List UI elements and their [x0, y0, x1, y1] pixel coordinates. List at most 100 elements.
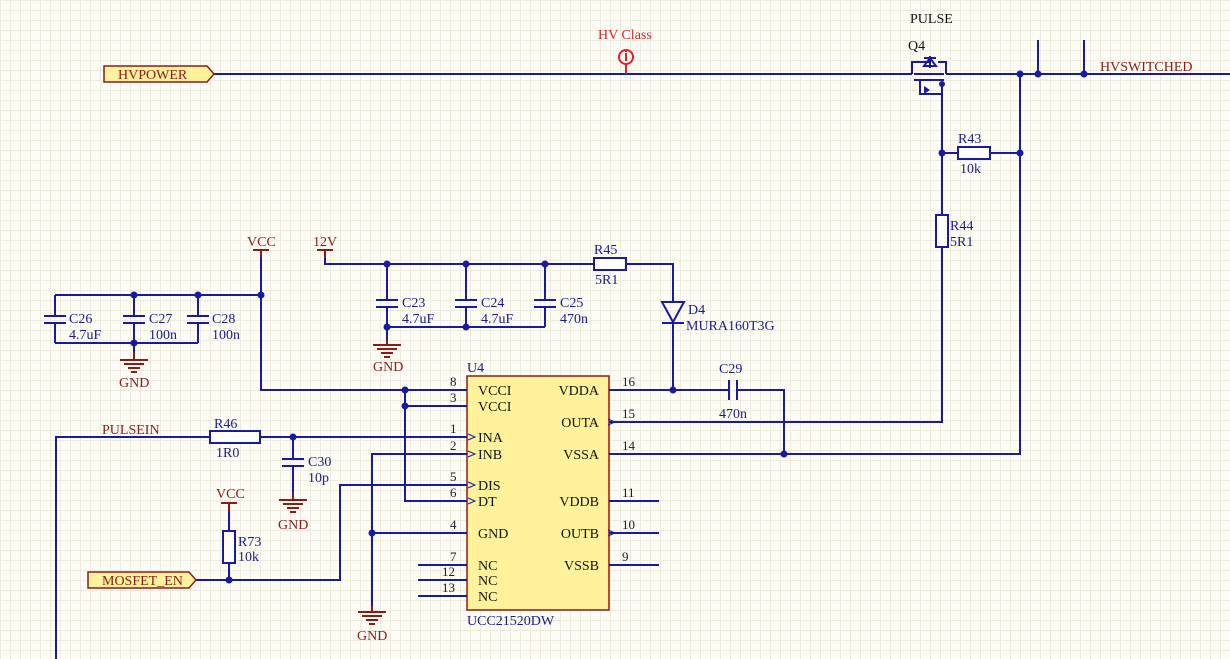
wire-r44-bottom — [609, 247, 943, 423]
net-label-hvswitched: HVSWITCHED — [1100, 60, 1193, 75]
junction-dot — [1034, 70, 1042, 78]
power-bar — [317, 249, 333, 258]
resistor-r73[interactable]: R73 10k — [222, 530, 261, 565]
u4-pin-name: NC — [478, 559, 497, 574]
wire-inb — [371, 453, 448, 610]
resistor-r43[interactable]: R43 10k — [957, 132, 991, 177]
resistor-icon — [957, 146, 991, 160]
power-vcc-top-label: VCC — [247, 235, 276, 250]
resistor-icon — [222, 530, 236, 564]
junction-dot — [368, 529, 376, 537]
gnd-icon — [120, 352, 148, 373]
r43-ref: R43 — [958, 132, 981, 147]
wire-12v-bus — [324, 255, 594, 265]
power-vcc-top: VCC — [247, 235, 276, 258]
pin-input-triangle-icon — [467, 433, 477, 505]
wire-vcc-cap-gnd — [55, 342, 198, 356]
capacitor-c29[interactable]: C29 470n — [719, 362, 747, 422]
u4-pin-name: NC — [478, 590, 497, 605]
capacitor-c28[interactable]: C28 100n — [187, 312, 240, 343]
wire-pulsein — [55, 436, 210, 659]
junction-dot — [383, 260, 391, 268]
q4-ref: Q4 — [908, 39, 925, 54]
wire-r45-out — [626, 263, 674, 302]
probe-hv-class-label: HV Class — [598, 28, 652, 43]
c27-ref: C27 — [149, 312, 172, 327]
resistor-r44[interactable]: R44 5R1 — [935, 214, 973, 250]
u4-pin-num: 1 — [450, 421, 457, 436]
junction-dot — [541, 260, 549, 268]
diode-d4[interactable]: D4 MURA160T3G — [660, 301, 775, 334]
junction-dot — [939, 81, 945, 87]
u4-pin-name: VCCI — [478, 400, 512, 415]
r73-ref: R73 — [238, 535, 261, 550]
port-mosfet-en-shape — [87, 571, 197, 589]
u4-pin-name: VSSA — [563, 448, 600, 463]
u4-pin-num: 2 — [450, 438, 457, 453]
resistor-r45[interactable]: R45 5R1 — [593, 243, 627, 288]
junctions — [130, 70, 1088, 584]
u4-part: UCC21520DW — [467, 614, 555, 629]
u4-pin-name: INA — [478, 431, 504, 446]
wire-vcc-top — [260, 255, 448, 391]
u4-pin-num: 3 — [450, 390, 457, 405]
ic-u4[interactable]: U4 UCC21520DW 8 3 1 2 5 6 4 7 12 13 VCCI… — [442, 361, 636, 629]
u4-pin-num: 15 — [622, 406, 635, 421]
u4-pin-name: DT — [478, 495, 497, 510]
junction-dot — [1080, 70, 1088, 78]
u4-pin-name: OUTB — [561, 527, 599, 542]
wire-vssa-return — [609, 74, 1021, 455]
junction-dot — [130, 339, 138, 347]
d4-value: MURA160T3G — [686, 319, 775, 334]
net-label-pulse: PULSE — [910, 12, 953, 27]
junction-dot — [194, 291, 202, 299]
c25-value: 470n — [560, 312, 588, 327]
c26-ref: C26 — [69, 312, 92, 327]
u4-pin-name: NC — [478, 574, 497, 589]
diode-icon — [660, 301, 686, 325]
r44-ref: R44 — [950, 219, 973, 234]
junction-dot — [130, 291, 138, 299]
c24-ref: C24 — [481, 296, 504, 311]
u4-ref: U4 — [467, 361, 484, 376]
junction-dot — [938, 149, 946, 157]
u4-pin-num: 13 — [442, 580, 455, 595]
u4-right-pin-stubs — [609, 389, 628, 566]
c29-value: 470n — [719, 407, 747, 422]
power-vcc-bottom-label: VCC — [216, 487, 245, 502]
port-mosfet-en[interactable]: MOSFET_EN — [87, 571, 197, 589]
mosfet-q4[interactable]: Q4 — [908, 39, 947, 95]
u4-pin-num: 11 — [622, 485, 635, 500]
u4-pin-name: VSSB — [564, 559, 599, 574]
port-hvpower-label: HVPOWER — [118, 68, 188, 83]
probe-hv-class[interactable]: HV Class — [598, 28, 652, 74]
u4-pin-num: 6 — [450, 485, 457, 500]
power-vcc-bottom: VCC — [216, 487, 245, 511]
capacitor-c27[interactable]: C27 100n — [123, 312, 177, 343]
u4-pin-num: 9 — [622, 549, 629, 564]
resistor-r46[interactable]: R46 1R0 — [209, 417, 261, 461]
wire-nc — [418, 564, 448, 597]
capacitor-c23[interactable]: C23 4.7uF — [376, 296, 435, 327]
r46-ref: R46 — [214, 417, 237, 432]
capacitor-icon — [44, 315, 66, 324]
c23-value: 4.7uF — [402, 312, 435, 327]
resistor-icon — [209, 430, 261, 444]
mosfet-icon — [911, 56, 947, 95]
gnd-bottom-label: GND — [357, 629, 387, 644]
c30-value: 10p — [308, 471, 329, 486]
capacitor-icon — [123, 315, 145, 324]
port-hvpower[interactable]: HVPOWER — [103, 65, 215, 83]
junction-dot — [401, 402, 409, 410]
capacitor-c24[interactable]: C24 4.7uF — [455, 296, 514, 327]
capacitor-c30[interactable]: C30 10p — [282, 455, 331, 486]
r43-value: 10k — [960, 162, 981, 177]
d4-ref: D4 — [688, 303, 705, 318]
junction-dot — [383, 323, 391, 331]
wire-mosfet-en — [196, 484, 448, 581]
capacitor-icon — [455, 299, 477, 308]
junction-dot — [257, 291, 265, 299]
capacitor-c26[interactable]: C26 4.7uF — [44, 312, 102, 343]
gnd-left: GND — [119, 352, 149, 391]
capacitor-c25[interactable]: C25 470n — [534, 296, 588, 327]
